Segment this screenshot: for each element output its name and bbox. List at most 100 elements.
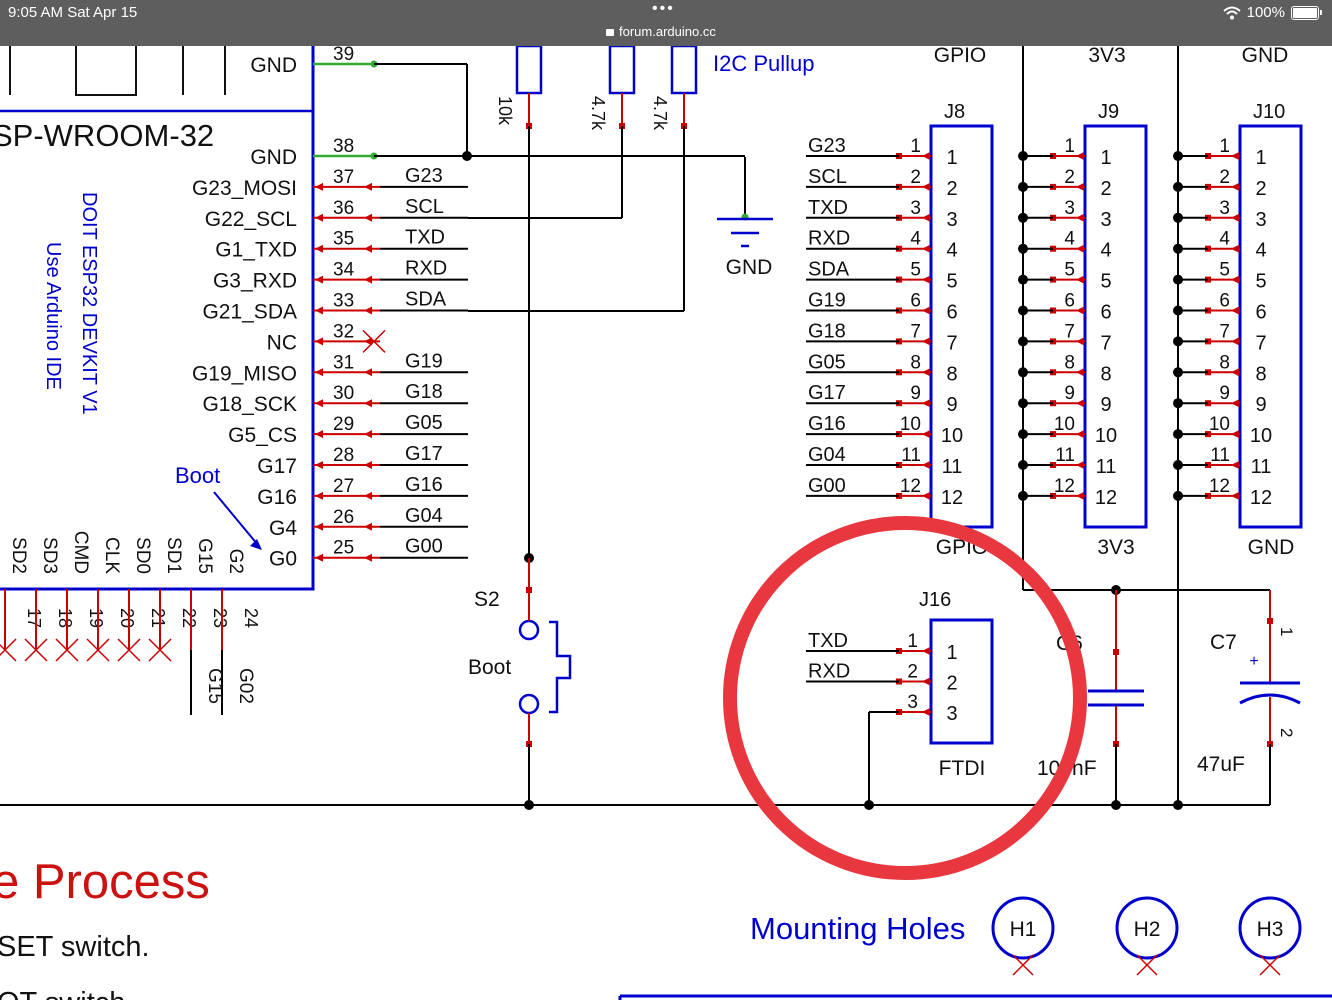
header-pin-number: 6 <box>1100 302 1111 324</box>
net-label: G19 <box>405 350 443 372</box>
junction-dot <box>1018 460 1028 470</box>
net-label: G23 <box>405 165 443 187</box>
pin-name: SD3 <box>39 537 60 574</box>
module-outline <box>0 46 315 591</box>
header-pin-number: 6 <box>1255 302 1266 324</box>
pin-arrow <box>1231 152 1239 160</box>
pin-name: G3_RXD <box>213 270 297 293</box>
pin-arrow <box>364 368 372 377</box>
pin-number: 30 <box>333 383 354 404</box>
pin-arrow <box>922 461 930 469</box>
pin-arrow <box>315 182 323 191</box>
switch-contact <box>518 619 540 641</box>
junction-dot <box>1173 274 1183 285</box>
pin-arrow <box>1076 182 1084 191</box>
mounting-hole <box>1238 896 1302 960</box>
pin-number: 9 <box>1064 383 1075 404</box>
nc-stroke <box>362 329 386 353</box>
header-j9 <box>1083 124 1148 529</box>
pin-arrow <box>922 213 930 222</box>
header-pin-number: 3 <box>1255 209 1266 231</box>
resistor-value: 4.7k <box>650 96 670 131</box>
cap-plate-curved <box>1239 693 1301 705</box>
junction-dot <box>1018 151 1028 161</box>
pin-number: 10 <box>1054 414 1075 435</box>
module-title: SP-WROOM-32 <box>0 118 214 153</box>
no-connect-mark <box>148 638 172 662</box>
address-bar[interactable]: forum.arduino.cc <box>606 24 716 39</box>
header-pin-number: 2 <box>1255 178 1266 200</box>
pin-arrow <box>315 491 323 500</box>
pin-arrow <box>1231 275 1239 284</box>
junction-dot <box>1018 398 1028 409</box>
pin-arrow <box>922 244 930 253</box>
pin-name: GND <box>250 146 297 169</box>
pin-number: 9 <box>1219 383 1230 404</box>
battery-percent: 100% <box>1246 4 1285 21</box>
pin-number: 10 <box>900 414 921 435</box>
pin-number: 5 <box>1219 260 1230 281</box>
mounting-hole-label: H1 <box>1010 918 1037 941</box>
pin-number: 31 <box>333 352 354 373</box>
net-label: G16 <box>808 413 846 435</box>
pin-number: 4 <box>1064 229 1075 250</box>
pin-number: 26 <box>333 507 354 528</box>
junction-dot <box>1018 336 1028 347</box>
net-label: SDA <box>405 289 447 311</box>
pin-number: 3 <box>1219 198 1230 219</box>
pin-number: 37 <box>333 167 354 188</box>
pin-arrow <box>364 182 372 191</box>
pin-number: 35 <box>333 229 354 250</box>
pin-arrow <box>364 461 372 469</box>
header-pin-number: 9 <box>1255 394 1266 416</box>
header-pin-number: 7 <box>946 332 957 354</box>
pin-arrow <box>1076 213 1084 222</box>
pin-number: 11 <box>901 445 921 466</box>
header-pin-number: 8 <box>1100 363 1111 385</box>
more-dots-icon[interactable]: ••• <box>652 0 675 17</box>
pin-name: G4 <box>269 517 297 540</box>
pin-arrow <box>315 275 323 284</box>
junction-dot <box>1173 336 1183 347</box>
pin-arrow <box>922 306 930 315</box>
pin-name: G19_MISO <box>192 362 297 385</box>
pin-number: 1 <box>1064 136 1075 157</box>
header-pin-number: 9 <box>1100 394 1111 416</box>
pin-arrow <box>1231 306 1239 315</box>
junction-dot <box>1173 212 1183 223</box>
net-label: G05 <box>405 412 443 434</box>
pin-number: 19 <box>86 608 106 628</box>
module-note: DOIT ESP32 DEVKIT V1 <box>78 192 100 415</box>
pin-number: 23 <box>210 608 230 628</box>
pin-arrow <box>364 430 372 439</box>
header-pin-number: 2 <box>946 178 957 200</box>
pin-arrow <box>1231 399 1239 408</box>
pin-arrow <box>922 337 930 346</box>
pin-number: 10 <box>1209 414 1230 435</box>
header-pin-number: 1 <box>1255 147 1266 169</box>
cap-value: 47uF <box>1197 753 1245 776</box>
pin-number: 2 <box>1277 728 1296 737</box>
process-heading: e Process <box>0 855 210 909</box>
header-pin-number: 5 <box>1255 271 1266 293</box>
pin-arrow <box>922 491 930 500</box>
header-pin-number: 4 <box>1100 240 1111 262</box>
mounting-hole <box>1115 896 1179 960</box>
switch-actuator <box>549 620 572 714</box>
pin-arrow <box>1076 244 1084 253</box>
header-pin-number: 10 <box>1095 425 1117 447</box>
net-label: TXD <box>405 227 445 249</box>
junction-dot <box>1173 243 1183 254</box>
i2c-pullup-label: I2C Pullup <box>713 51 815 76</box>
pin-arrow <box>364 553 372 562</box>
pin-number: 3 <box>910 198 921 219</box>
pin-arrow <box>364 244 372 253</box>
pin-arrow <box>315 213 323 222</box>
header-bottom-label: 3V3 <box>1097 536 1134 559</box>
net-label: RXD <box>405 258 447 280</box>
junction-dot <box>1018 367 1028 378</box>
pin-arrow <box>1076 275 1084 284</box>
junction-dot <box>1173 460 1183 470</box>
